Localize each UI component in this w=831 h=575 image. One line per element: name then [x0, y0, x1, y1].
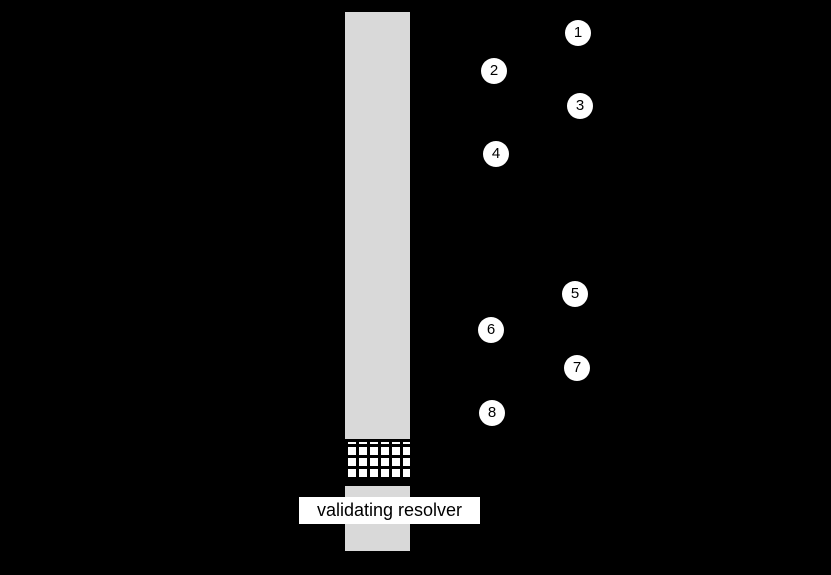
resolver-lifeline-upper-bar	[345, 12, 410, 439]
step-marker-5: 5	[562, 281, 588, 307]
step-marker-3: 3	[567, 93, 593, 119]
step-marker-8: 8	[479, 400, 505, 426]
resolver-lifeline-hatched-section	[345, 442, 410, 480]
validating-resolver-label: validating resolver	[299, 497, 480, 524]
step-marker-4: 4	[483, 141, 509, 167]
step-marker-6: 6	[478, 317, 504, 343]
step-marker-1: 1	[565, 20, 591, 46]
step-marker-7: 7	[564, 355, 590, 381]
step-marker-2: 2	[481, 58, 507, 84]
